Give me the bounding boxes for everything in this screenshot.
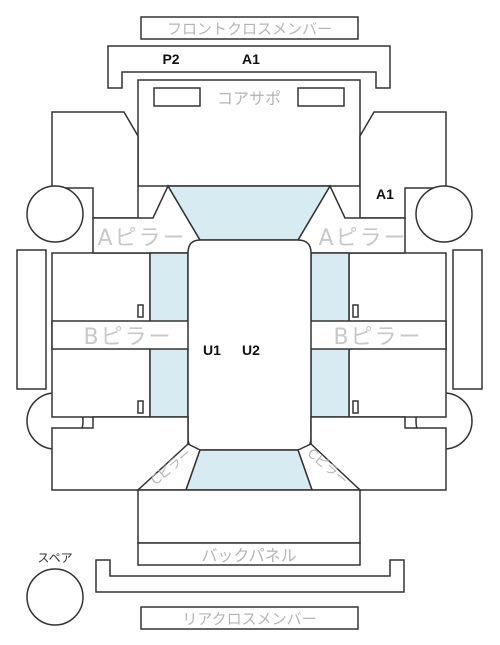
core-support-label: コアサポ: [217, 89, 281, 108]
door-handle-front-left: [137, 304, 144, 318]
back-panel-label: バックパネル: [201, 546, 296, 565]
rear-glass[interactable]: [184, 449, 314, 491]
right-damage-code-a1: A1: [376, 186, 394, 202]
front-bumper-frame[interactable]: [107, 45, 391, 89]
front-cross-member-box[interactable]: [140, 16, 359, 40]
trunk-lid[interactable]: [137, 489, 361, 544]
b-pillar-left[interactable]: [51, 320, 191, 350]
door-handle-rear-left: [137, 400, 144, 414]
b-pillar-left-label: Bピラー: [83, 325, 172, 350]
b-pillar-right[interactable]: [308, 320, 447, 350]
roof-damage-code-u1: U1: [203, 342, 221, 358]
rear-quarter-right[interactable]: [310, 416, 447, 491]
headlight-left: [153, 87, 201, 107]
spare-label: スペア: [37, 551, 72, 565]
front-damage-code-p2: P2: [162, 51, 179, 67]
b-pillar-right-label: Bピラー: [333, 325, 422, 350]
front-cross-member-label: フロントクロスメンバー: [167, 20, 332, 38]
door-handle-rear-right: [352, 400, 359, 414]
spare-tire[interactable]: [26, 568, 84, 626]
back-panel-box[interactable]: [137, 542, 361, 566]
wheel-front-left[interactable]: [26, 185, 84, 243]
side-sill-right[interactable]: [452, 249, 483, 390]
wheel-front-right[interactable]: [415, 185, 473, 243]
side-sill-left[interactable]: [16, 249, 47, 390]
a-pillar-right-label: Aピラー: [318, 226, 407, 251]
rear-cross-member-box[interactable]: [140, 606, 359, 630]
rear-quarter-left[interactable]: [51, 416, 189, 491]
front-damage-code-a1: A1: [242, 51, 260, 67]
rear-cross-member-label: リアクロスメンバー: [182, 610, 316, 628]
headlight-right: [297, 87, 345, 107]
rear-bumper-frame[interactable]: [95, 559, 405, 593]
a-pillar-left-label: Aピラー: [97, 226, 186, 251]
roof-damage-code-u2: U2: [242, 342, 260, 358]
door-handle-front-right: [352, 304, 359, 318]
